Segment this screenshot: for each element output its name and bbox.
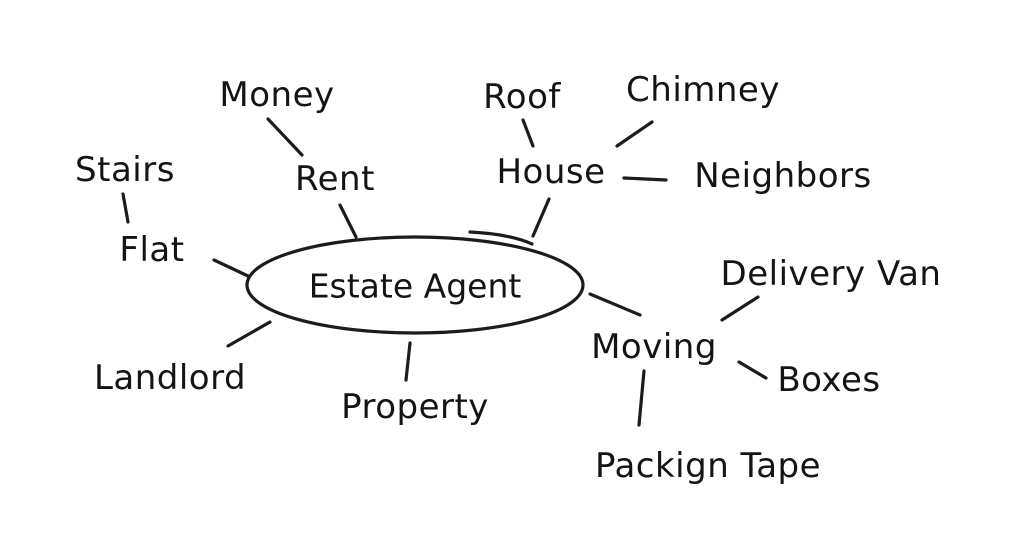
line-moving-boxes bbox=[737, 360, 768, 380]
line-house-roof bbox=[521, 118, 535, 148]
line-center-rent bbox=[338, 203, 358, 239]
node-neighbors: Neighbors bbox=[694, 156, 872, 196]
node-packing-tape: Packign Tape bbox=[594, 446, 822, 486]
node-money: Money bbox=[219, 75, 335, 115]
line-moving-delivery-van bbox=[720, 295, 760, 322]
line-flat-stairs bbox=[121, 192, 130, 224]
ellipse-sketch-stroke bbox=[468, 230, 534, 246]
center-ellipse bbox=[245, 235, 585, 335]
line-center-property bbox=[404, 341, 412, 382]
line-center-flat bbox=[212, 258, 250, 278]
line-center-moving bbox=[588, 292, 642, 317]
node-boxes: Boxes bbox=[777, 360, 881, 400]
node-moving: Moving bbox=[591, 327, 717, 367]
node-chimney: Chimney bbox=[626, 70, 780, 110]
node-delivery-van: Delivery Van bbox=[720, 254, 942, 294]
node-property: Property bbox=[341, 387, 489, 427]
node-flat: Flat bbox=[119, 230, 185, 270]
line-rent-money bbox=[266, 117, 304, 157]
line-center-house bbox=[531, 197, 551, 238]
node-roof: Roof bbox=[483, 77, 561, 117]
line-house-neighbors bbox=[622, 176, 668, 182]
line-center-landlord bbox=[226, 320, 272, 348]
node-landlord: Landlord bbox=[93, 358, 247, 398]
line-moving-packing-tape bbox=[637, 369, 646, 427]
node-rent: Rent bbox=[295, 159, 375, 199]
node-stairs: Stairs bbox=[75, 150, 175, 190]
center-node-label: Estate Agent bbox=[308, 266, 522, 306]
line-house-chimney bbox=[615, 120, 654, 148]
node-house: House bbox=[496, 152, 606, 192]
